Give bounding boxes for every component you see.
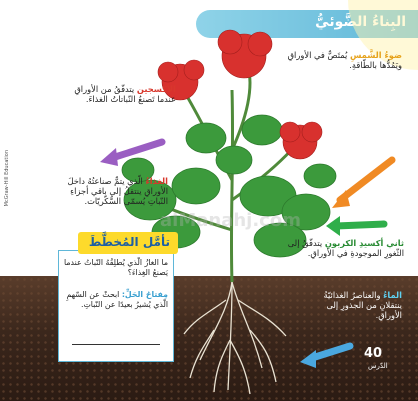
oxygen-label: الأكسجين يتدفّقُ من الأوراقِ عندما تَصنع… (60, 84, 176, 104)
water-label: الماءُ والعناصرُ الغذائيّةُ ينتقلانِ من … (306, 290, 402, 320)
co2-arrow (336, 224, 384, 226)
oxygen-arrowhead (100, 148, 118, 166)
sunlight-label: ضوءُ الشَّمسِ يُمتَصُّ في الأوراقِ ويَمُ… (268, 50, 402, 70)
sunlight-arrow (340, 160, 392, 200)
water-arrow (312, 346, 350, 358)
water-arrowhead (300, 350, 316, 368)
think-hint: مِفتاحُ الحَلِّ: ابحثْ عن السّهمِ الّذي … (62, 290, 168, 310)
think-title-bar: تأمَّل المُخطَّطَ (78, 232, 178, 254)
answer-line[interactable] (72, 344, 160, 345)
sunlight-heading: ضوءُ الشَّمسِ (350, 50, 402, 60)
food-heading: الغذاءُ (145, 176, 168, 186)
food-label: الغذاءُ الّذي يتمُّ صناعتُهُ داخلَ الأور… (66, 176, 168, 206)
roots (184, 282, 286, 394)
watermark: alManahj.com (160, 210, 301, 231)
think-hint-label: مِفتاحُ الحَلِّ: (122, 290, 168, 299)
oxygen-arrow (112, 142, 162, 158)
co2-label: ثاني أكسيدِ الكربونِ يتدفّقُ إلى الثّغور… (276, 238, 404, 258)
page-number: 40 (364, 346, 382, 361)
side-credit: McGraw-Hill Education (4, 150, 14, 206)
think-question: ما الغازُ الّذي يُطلِقُهُ النّباتُ عندما… (62, 258, 168, 278)
co2-heading: ثاني أكسيدِ الكربونِ (325, 238, 404, 248)
water-heading: الماءُ (383, 290, 402, 300)
oxygen-heading: الأكسجين (137, 84, 176, 94)
think-title: تأمَّل المُخطَّطَ (89, 235, 170, 249)
page-number-label: الدّرس (368, 362, 388, 370)
